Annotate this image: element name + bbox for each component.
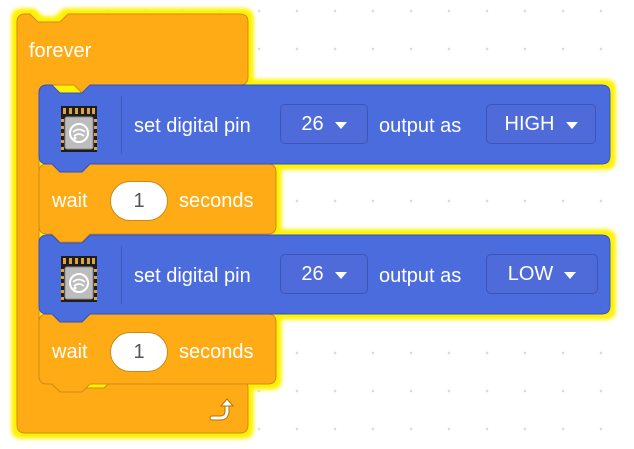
wait-seconds-input-1[interactable]: 1 <box>110 181 168 221</box>
esp32-chip-icon <box>61 106 97 152</box>
caret-down-icon <box>565 121 578 129</box>
wait-seconds-input-2[interactable]: 1 <box>110 332 168 372</box>
pin-value: 26 <box>301 112 324 135</box>
seconds-label: seconds <box>179 190 254 212</box>
block-separator <box>121 246 122 304</box>
level-dropdown-1[interactable]: HIGH <box>486 104 596 144</box>
block-separator <box>121 96 122 154</box>
set-digital-pin-label: set digital pin <box>134 115 251 137</box>
caret-down-icon <box>564 271 577 279</box>
level-value: LOW <box>507 262 554 285</box>
esp32-chip-icon <box>61 256 97 302</box>
output-as-label: output as <box>379 265 462 287</box>
loop-arrow-icon <box>209 398 234 421</box>
set-digital-pin-label: set digital pin <box>134 265 251 287</box>
pin-value: 26 <box>301 262 324 285</box>
wait-label: wait <box>52 190 88 212</box>
level-dropdown-2[interactable]: LOW <box>486 254 598 294</box>
wait-label: wait <box>52 341 88 363</box>
caret-down-icon <box>334 271 347 279</box>
pin-dropdown-1[interactable]: 26 <box>280 104 368 144</box>
level-value: HIGH <box>504 112 555 135</box>
seconds-label: seconds <box>179 341 254 363</box>
forever-label: forever <box>29 40 92 62</box>
caret-down-icon <box>334 121 347 129</box>
output-as-label: output as <box>379 115 462 137</box>
pin-dropdown-2[interactable]: 26 <box>280 254 368 294</box>
